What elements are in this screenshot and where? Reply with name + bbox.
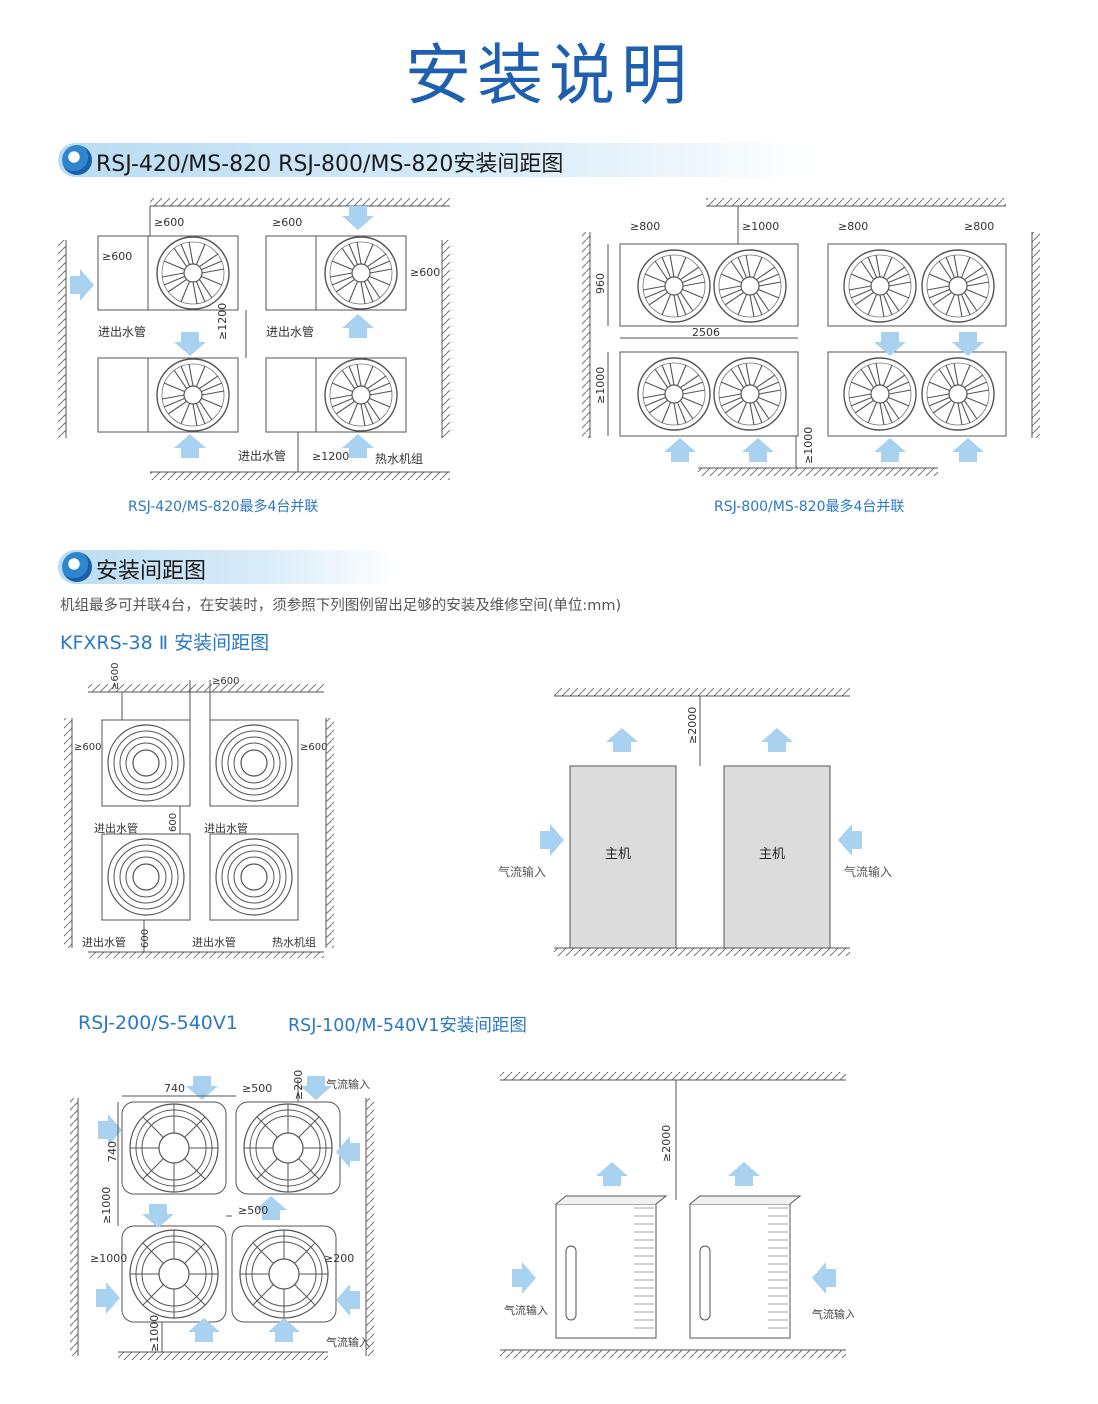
rsj200-side-diagram: ≥2000 气流输入 气流输入 (500, 1072, 854, 1358)
dim-top: ≥600 (154, 216, 184, 229)
pipe-label-3: 进出水管 (238, 448, 286, 463)
dim-bottom: ≥1200 (312, 450, 349, 463)
dim-left: ≥600 (102, 250, 132, 263)
section2-heading: 安装间距图 (96, 559, 207, 584)
dim-side-gap: ≥2000 (660, 1125, 673, 1162)
kfx-plan-diagram: ≥600 ≥600 ≥600 ≥600 600 600 进出水管 进出水管 进出… (64, 663, 334, 958)
dim-left: ≥600 (74, 742, 101, 753)
rsj420-diagram: ≥600 ≥600 ≥600 ≥600 ≥1200 ≥1200 进出水管 进出水… (58, 198, 450, 480)
rsj200-title-b: RSJ-100/M-540V1安装间距图 (288, 1016, 527, 1036)
pipe-label-2: 进出水管 (204, 821, 248, 835)
dim-height: 960 (594, 273, 607, 294)
unit-4 (827, 351, 1007, 437)
dim-top: ≥600 (110, 663, 121, 690)
dim-mid: ≥600 (272, 216, 302, 229)
main-unit-1 (555, 1195, 668, 1339)
unit-label: 热水机组 (375, 452, 423, 466)
rsj200-title-a: RSJ-200/S-540V1 (78, 1012, 238, 1034)
dim-width: 740 (164, 1082, 185, 1095)
dim-bottom: ≥1000 (802, 427, 815, 464)
dim-width: 2506 (692, 326, 720, 339)
pipe-label-3: 进出水管 (82, 935, 126, 949)
kfx-side-diagram: ≥2000 主机 主机 气流输入 气流输入 (498, 688, 892, 956)
section1-heading: RSJ-420/MS-820 RSJ-800/MS-820安装间距图 (96, 152, 564, 177)
dim-right: ≥600 (300, 742, 327, 753)
airflow-label-top: 气流输入 (326, 1077, 370, 1091)
section2-note: 机组最多可并联4台，在安装时，须参照下列图例留出足够的安装及维修空间(单位:mm… (60, 598, 622, 614)
dim-top: ≥200 (292, 1070, 305, 1100)
unit-4 (265, 357, 407, 433)
unit-2 (265, 235, 407, 311)
unit-1 (97, 235, 239, 311)
dim-right: ≥800 (964, 220, 994, 233)
rsj800-caption: RSJ-800/MS-820最多4台并联 (714, 499, 905, 515)
page-title: 安装说明 (405, 37, 693, 114)
airflow-label-left: 气流输入 (504, 1303, 548, 1317)
main-unit-2-label: 主机 (759, 847, 785, 862)
dim-right: ≥200 (324, 1252, 354, 1265)
dim-gap: ≥1000 (100, 1187, 113, 1224)
dim-side-gap: ≥2000 (686, 707, 699, 744)
unit-3 (97, 357, 239, 433)
main-unit-2 (689, 1195, 802, 1339)
main-unit-1-label: 主机 (605, 847, 631, 862)
dim-mid-2: ≥500 (238, 1204, 268, 1217)
dim-bottom: 600 (140, 929, 151, 948)
rsj200-plan-diagram: 740 740 ≥500 ≥200 ≥1000 ≥500 ≥1000 ≥200 … (70, 1070, 374, 1360)
section1-header-bar (58, 143, 818, 177)
airflow-label-right: 气流输入 (844, 864, 892, 879)
unit-2 (827, 243, 1007, 327)
section2-header-bar (58, 550, 398, 584)
dim-left: ≥1000 (90, 1252, 127, 1265)
unit-1 (619, 243, 799, 327)
main-unit-2 (723, 765, 831, 949)
circle-bullet-icon (62, 552, 92, 582)
dim-height: 740 (106, 1141, 119, 1162)
dim-mid: ≥800 (838, 220, 868, 233)
airflow-label-bottom: 气流输入 (326, 1335, 370, 1349)
dim-right: ≥600 (410, 266, 440, 279)
pipe-label-1: 进出水管 (94, 821, 138, 835)
dim-gap: ≥1000 (594, 367, 607, 404)
pipe-label-1: 进出水管 (98, 324, 146, 339)
unit-3 (619, 351, 799, 437)
rsj800-diagram: ≥800 ≥1000 ≥800 ≥800 960 2506 ≥1000 ≥100… (582, 198, 1040, 476)
kfx-title: KFXRS-38 Ⅱ 安装间距图 (60, 632, 270, 654)
rsj420-caption: RSJ-420/MS-820最多4台并联 (128, 499, 319, 515)
dim-left: ≥800 (630, 220, 660, 233)
dim-mid: ≥600 (212, 676, 239, 687)
circle-bullet-icon (62, 145, 92, 175)
dim-mid: ≥500 (242, 1082, 272, 1095)
airflow-label-right: 气流输入 (812, 1307, 854, 1321)
unit-label: 热水机组 (272, 935, 316, 949)
dim-top: ≥1000 (742, 220, 779, 233)
dim-bottom: ≥1000 (148, 1315, 161, 1352)
pipe-label-4: 进出水管 (192, 935, 236, 949)
airflow-label-left: 气流输入 (498, 864, 546, 879)
main-unit-1 (569, 765, 677, 949)
dim-gap: 600 (168, 813, 179, 832)
pipe-label-2: 进出水管 (266, 324, 314, 339)
dim-gap: ≥1200 (216, 303, 229, 340)
